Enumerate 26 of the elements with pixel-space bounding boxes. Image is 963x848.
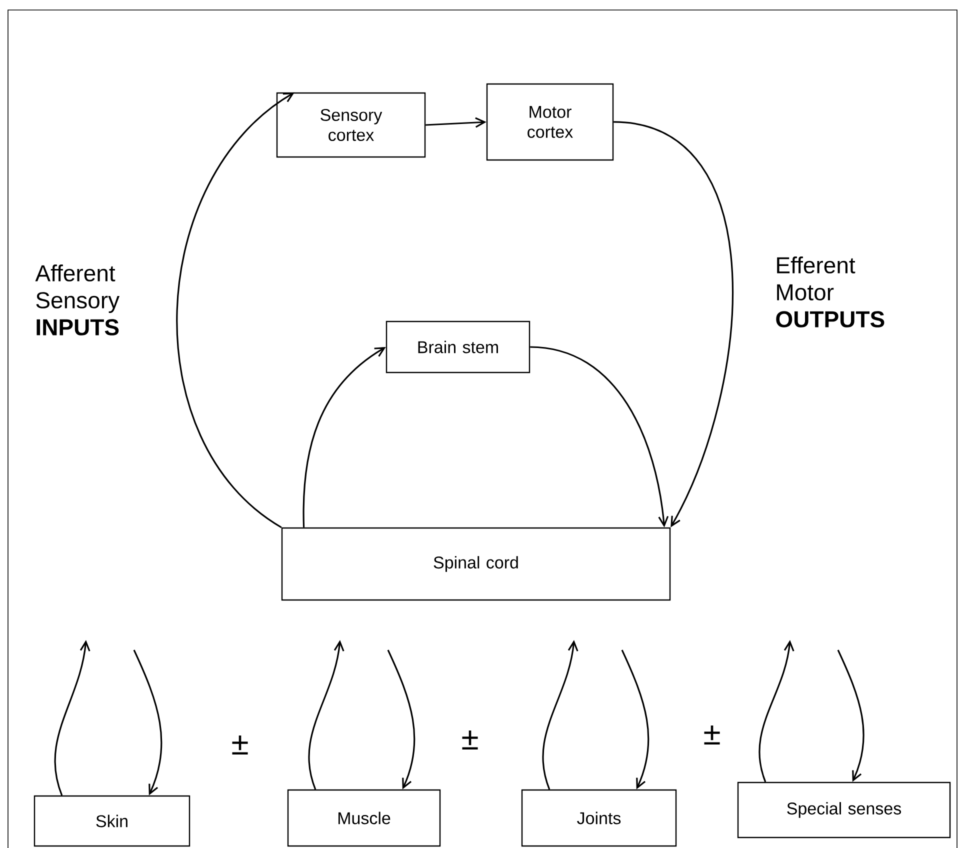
arrow [54,640,90,796]
side-label: Afferent Sensory INPUTS [35,264,120,336]
plus-minus-sign: ± [232,735,248,755]
arrow [837,650,864,782]
arrow [758,640,794,782]
box: Brain stem [386,320,530,374]
arrow [621,650,650,790]
arrow [530,346,669,528]
arrow [133,650,162,796]
arrow [426,117,486,128]
arrow [308,640,344,790]
box: Motor cortex [486,83,614,161]
box: Sensory cortex [276,92,426,158]
arrow [542,640,578,790]
box: Spinal cord [281,527,671,601]
box: Joints [521,789,677,847]
box: Special senses [737,782,951,838]
arrow [614,121,734,528]
box: Skin [34,795,190,847]
plus-minus-sign: ± [704,725,720,745]
box: Muscle [287,789,441,847]
arrow [302,347,386,528]
arrow [387,650,416,790]
plus-minus-sign: ± [462,730,478,750]
arrow [176,92,295,528]
side-label: Efferent Motor OUTPUTS [776,256,884,328]
